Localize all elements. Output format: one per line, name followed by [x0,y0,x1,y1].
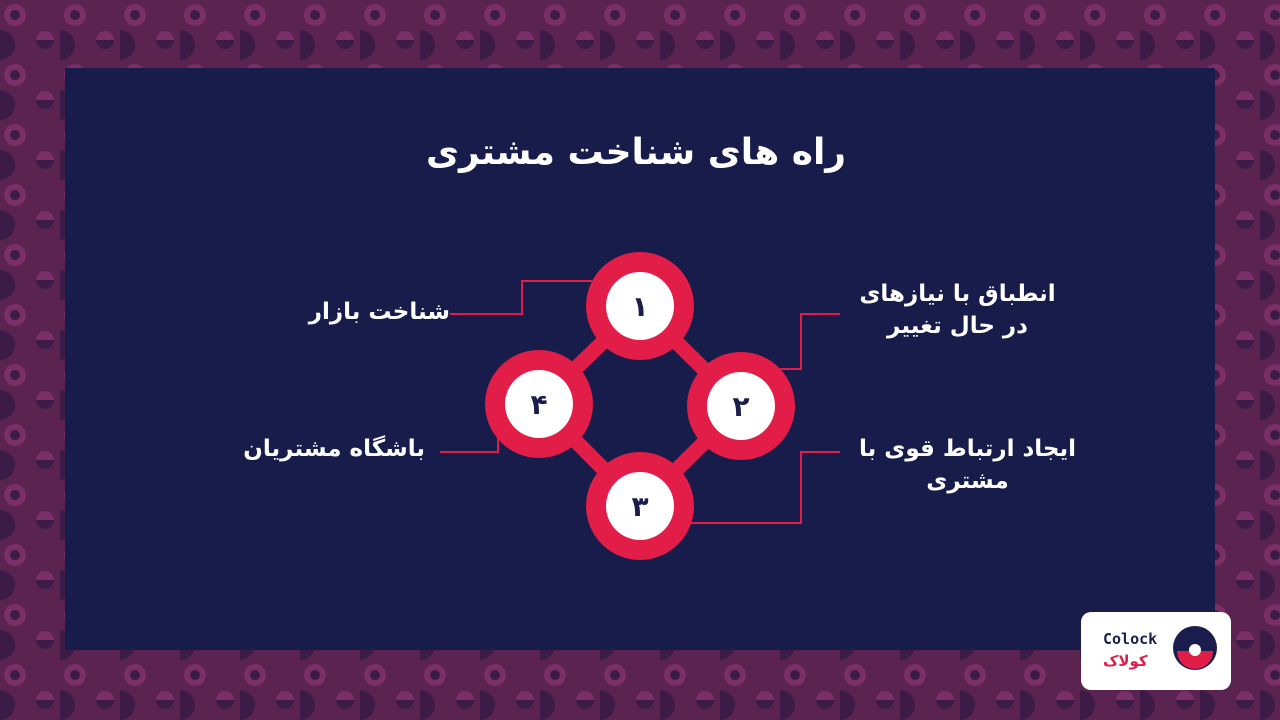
logo-latin-text: Colock [1103,630,1158,648]
node-4: ۴ [485,350,593,458]
node-3: ۳ [586,452,694,560]
label-line: در حال تغییر [887,313,1028,339]
label-line: ایجاد ارتباط قوی با [858,436,1077,462]
callout-lines [440,280,840,524]
node-number: ۴ [505,370,573,438]
logo-mark-icon [1173,626,1217,670]
label-strong-relationship: ایجاد ارتباط قوی با مشتری [845,433,1090,497]
label-line: مشتری [926,468,1009,494]
label-line: انطباق با نیازهای [859,281,1056,307]
brand-logo: Colock کولاک [1081,612,1231,690]
page-title: راه های شناخت مشتری [425,132,847,173]
logo-persian-text: کولاک [1103,652,1148,670]
node-number: ۳ [606,472,674,540]
node-number: ۲ [707,372,775,440]
node-number: ۱ [606,272,674,340]
node-1: ۱ [586,252,694,360]
label-customer-club: باشگاه مشتریان [243,436,425,462]
label-market-knowledge: شناخت بازار [308,299,450,325]
node-2: ۲ [687,352,795,460]
label-adapt-needs: انطباق با نیازهای در حال تغییر [845,278,1070,342]
